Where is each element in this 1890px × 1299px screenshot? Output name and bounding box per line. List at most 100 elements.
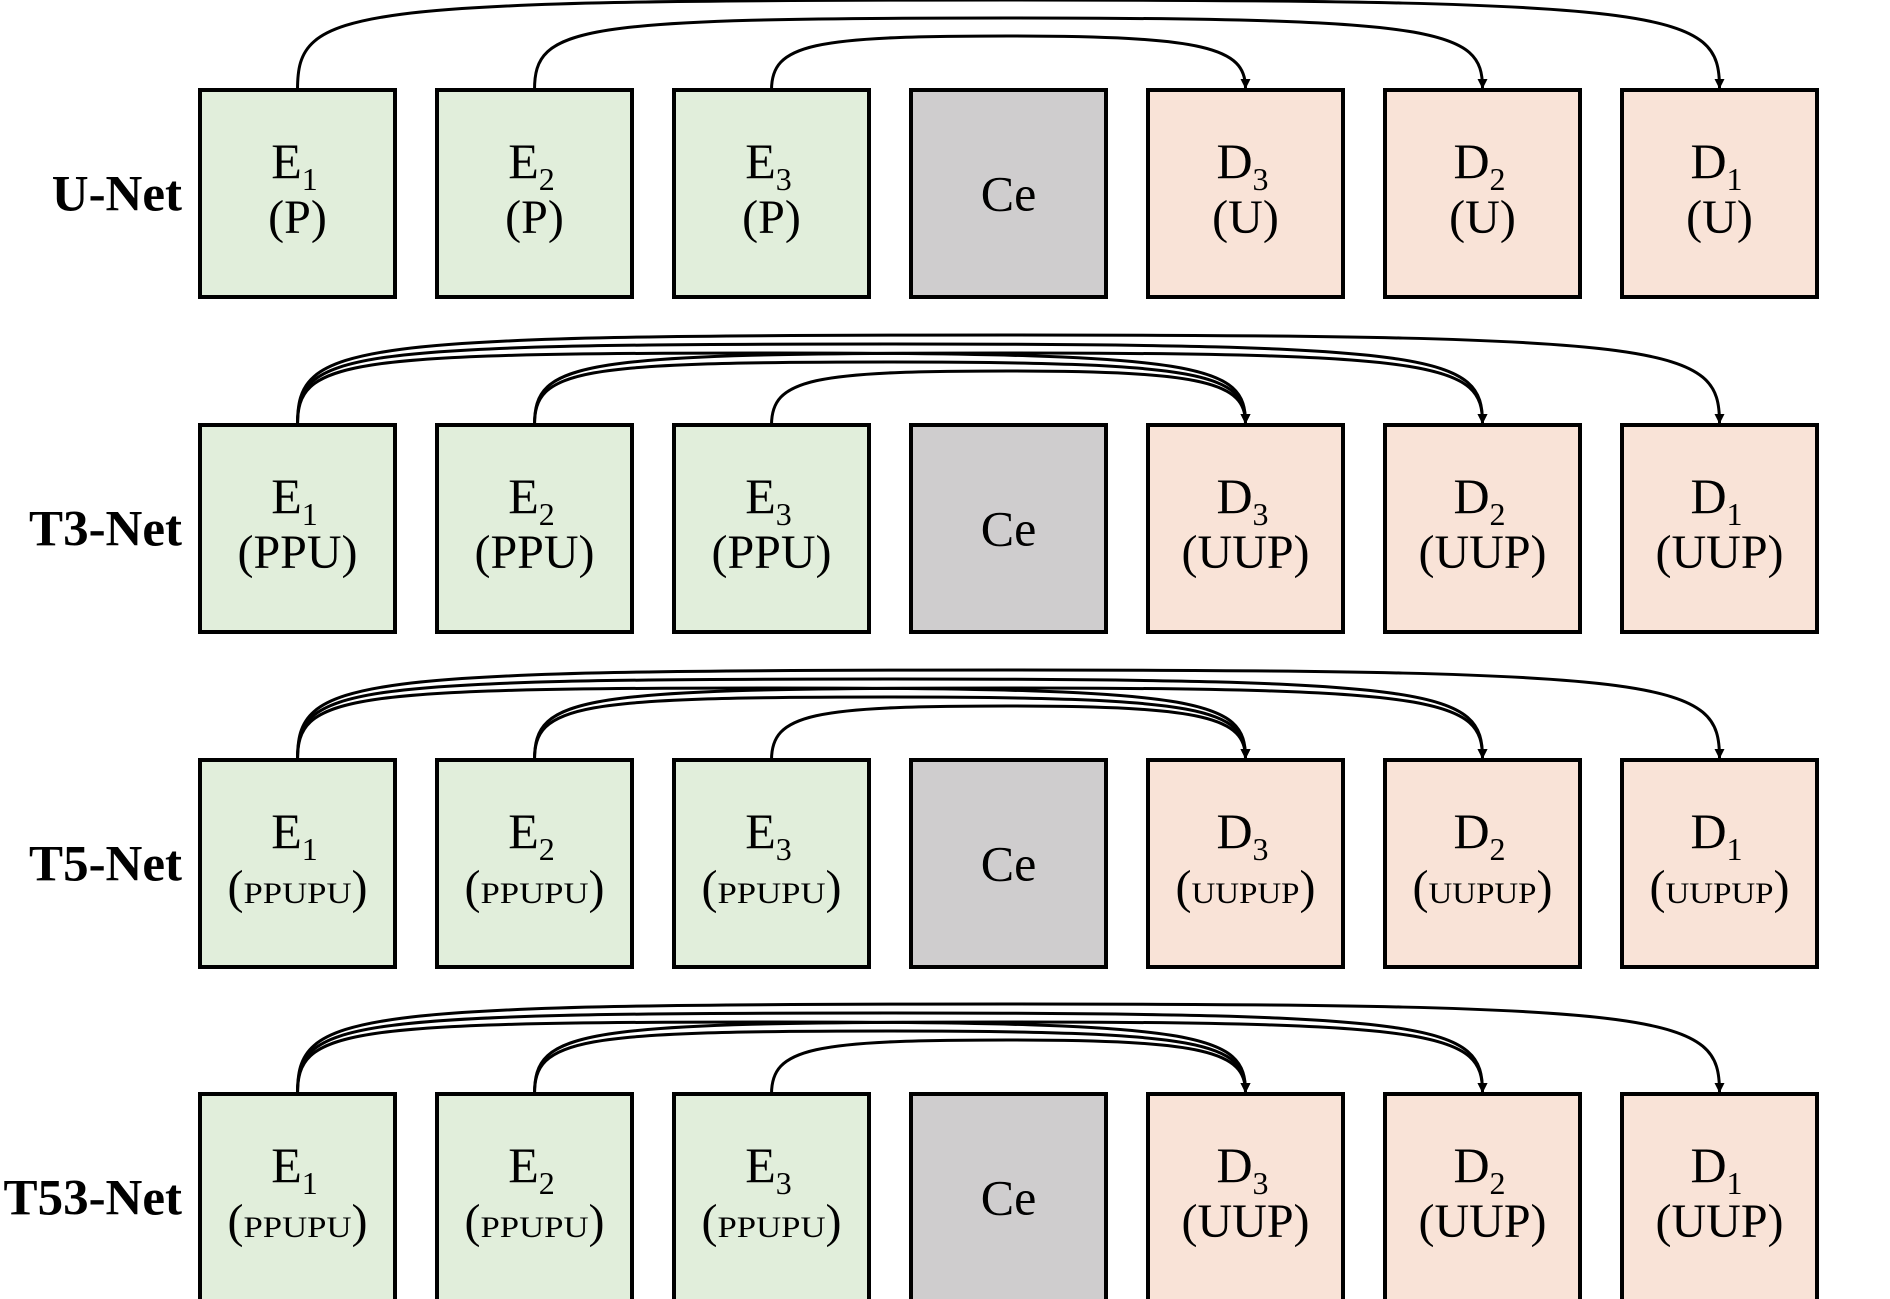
block-code-line: (P) [742, 191, 801, 244]
block-letter: D [1690, 1137, 1726, 1193]
block-letter: E [271, 803, 302, 859]
block-letter: D [1216, 1137, 1252, 1193]
block-code: UUP [1197, 1195, 1293, 1248]
block-code: UUP [1197, 526, 1293, 579]
block-letter: D [1453, 133, 1489, 189]
block-encoder: E2(PPUPU) [435, 758, 634, 969]
block-box [198, 758, 397, 969]
block-subscript: 1 [302, 1165, 318, 1201]
skip-connection-arrow [296, 342, 1488, 426]
block-code: PPUPU [481, 877, 589, 910]
block-code-line: (UUP) [1419, 526, 1547, 579]
block-letter: D [1690, 133, 1726, 189]
block-code: UUP [1671, 526, 1767, 579]
block-code: P [521, 191, 548, 244]
block-encoder: E2(PPUPU) [435, 1092, 634, 1299]
block-subscript: 3 [776, 831, 792, 867]
block-code: UUPUP [1666, 877, 1774, 910]
block-decoder: D3(U) [1146, 88, 1345, 299]
block-code-line: (UUP) [1182, 1195, 1310, 1248]
block-name: D1 [1690, 468, 1742, 532]
skip-connection-arrow [770, 34, 1251, 91]
block-encoder: E1(PPU) [198, 423, 397, 634]
block-encoder: E1(PPUPU) [198, 1092, 397, 1299]
block-code-line: (UUP) [1419, 1195, 1547, 1248]
block-code: U [1702, 191, 1737, 244]
block-box [1620, 423, 1819, 634]
block-box [909, 758, 1108, 969]
skip-connection-arrow [533, 1029, 1251, 1095]
block-decoder: D3(UUP) [1146, 1092, 1345, 1299]
block-code-line: (P) [505, 191, 564, 244]
block-code-line: (U) [1212, 191, 1279, 244]
network-row: T3-NetE1(PPU)E2(PPU)E3(PPU)CeD3(UUP)D2(U… [29, 333, 1819, 634]
row-label: T3-Net [29, 502, 182, 558]
skip-connection-arrow [533, 16, 1488, 91]
block-letter: D [1216, 468, 1252, 524]
skip-connection-arrow [296, 0, 1725, 91]
skip-connection-arrow [533, 695, 1251, 761]
block-box [435, 88, 634, 299]
block-encoder: E3(P) [672, 88, 871, 299]
block-name: D3 [1216, 803, 1268, 867]
block-code-line: (PPUPU) [465, 1195, 605, 1248]
block-subscript: 3 [1253, 1165, 1269, 1201]
block-encoder: E3(PPU) [672, 423, 871, 634]
block-decoder: D1(UUPUP) [1620, 758, 1819, 969]
block-name: E2 [508, 1137, 555, 1201]
block-box [1620, 88, 1819, 299]
block-subscript: 1 [302, 161, 318, 197]
block-code-line: (UUPUP) [1650, 861, 1790, 914]
block-box [1146, 1092, 1345, 1299]
block-encoder: E2(PPU) [435, 423, 634, 634]
block-subscript: 2 [539, 161, 555, 197]
skip-connection-arrow [296, 1002, 1725, 1095]
block-code: PPUPU [481, 1211, 589, 1244]
block-box [435, 1092, 634, 1299]
block-code: PPU [490, 526, 578, 579]
block-letter: D [1453, 1137, 1489, 1193]
block-code-line: (PPUPU) [702, 1195, 842, 1248]
block-letter: E [508, 133, 539, 189]
skip-connection-arrow [533, 686, 1488, 761]
block-code-line: (PPUPU) [228, 861, 368, 914]
block-decoder: D3(UUPUP) [1146, 758, 1345, 969]
block-box [1383, 423, 1582, 634]
block-name: E3 [745, 468, 792, 532]
block-name: D2 [1453, 133, 1505, 197]
block-name: E2 [508, 133, 555, 197]
block-code: UUP [1671, 1195, 1767, 1248]
block-name: Ce [981, 166, 1037, 222]
block-decoder: D1(UUP) [1620, 1092, 1819, 1299]
block-decoder: D2(U) [1383, 88, 1582, 299]
block-code: U [1465, 191, 1500, 244]
block-decoder: D2(UUPUP) [1383, 758, 1582, 969]
block-box [909, 1092, 1108, 1299]
network-row: T5-NetE1(PPUPU)E2(PPUPU)E3(PPUPU)CeD3(UU… [29, 668, 1819, 969]
block-letter: D [1453, 468, 1489, 524]
skip-connection-arrow [533, 351, 1488, 426]
block-code-line: (UUPUP) [1176, 861, 1316, 914]
block-name: E1 [271, 133, 318, 197]
block-code-line: (PPU) [711, 526, 831, 579]
block-code-line: (PPUPU) [702, 861, 842, 914]
block-code: PPUPU [244, 1211, 352, 1244]
block-decoder: D2(UUP) [1383, 423, 1582, 634]
block-letter: E [508, 803, 539, 859]
block-encoder: E2(P) [435, 88, 634, 299]
block-center: Ce [909, 88, 1108, 299]
block-name: E1 [271, 468, 318, 532]
block-name: D2 [1453, 1137, 1505, 1201]
skip-connection-arrow [296, 686, 1251, 761]
block-box [909, 423, 1108, 634]
block-subscript: 3 [1253, 161, 1269, 197]
block-code: U [1228, 191, 1263, 244]
block-code: P [758, 191, 785, 244]
block-code-line: (PPUPU) [228, 1195, 368, 1248]
block-decoder: D1(U) [1620, 88, 1819, 299]
block-code-line: (U) [1686, 191, 1753, 244]
skip-connection-arrow [296, 333, 1725, 426]
block-name: E3 [745, 1137, 792, 1201]
block-letter: E [271, 133, 302, 189]
block-name: D2 [1453, 803, 1505, 867]
